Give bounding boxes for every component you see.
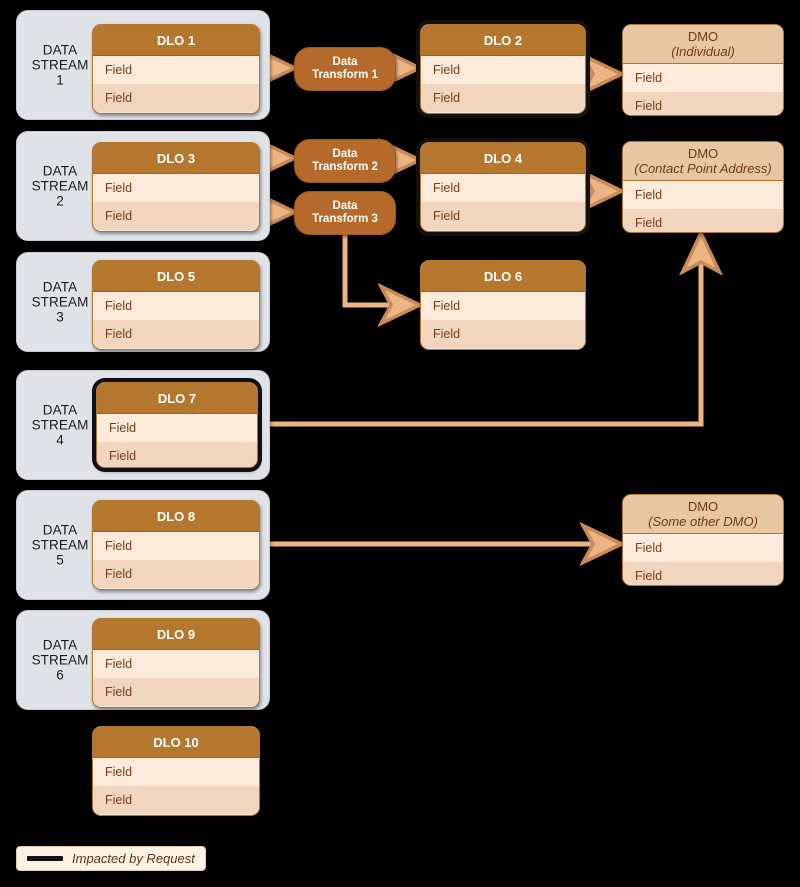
- legend-label: Impacted by Request: [72, 851, 195, 866]
- dlo-6-card[interactable]: DLO 6 Field Field: [420, 260, 586, 350]
- data-transform-3-line2: Transform 3: [312, 213, 378, 225]
- data-transform-3-line1: Data: [332, 200, 358, 212]
- edge-transform3-to-dlo6: [342, 233, 415, 305]
- data-stream-2-label: DATA STREAM 2: [31, 163, 89, 209]
- dmo-other-line1: DMO: [687, 499, 719, 514]
- dmo-individual-title: DMO (Individual): [623, 25, 783, 64]
- data-stream-6-label: DATA STREAM 6: [31, 637, 89, 683]
- dmo-other-line2: (Some other DMO): [648, 514, 758, 529]
- data-transform-1-node[interactable]: Data Transform 1: [294, 47, 396, 91]
- data-transform-2-line1: Data: [332, 148, 358, 160]
- dmo-contact-point-title: DMO (Contact Point Address): [623, 142, 783, 181]
- legend: Impacted by Request: [16, 846, 206, 871]
- dlo-6-title: DLO 6: [421, 261, 585, 292]
- data-stream-3-label: DATA STREAM 3: [31, 279, 89, 325]
- data-stream-5-label: DATA STREAM 5: [31, 522, 89, 568]
- dlo-8-title: DLO 8: [93, 501, 259, 532]
- dlo-8-field-2: Field: [93, 560, 259, 588]
- dlo-10-card[interactable]: DLO 10 Field Field: [92, 726, 260, 816]
- impacted-line-icon: [27, 856, 63, 861]
- dmo-individual-field-2: Field: [623, 92, 783, 115]
- dlo-6-field-1: Field: [421, 292, 585, 320]
- dmo-contact-point-card[interactable]: DMO (Contact Point Address) Field Field: [622, 141, 784, 233]
- data-transform-2-node[interactable]: Data Transform 2: [294, 139, 396, 183]
- data-transform-2-label: Data Transform 2: [312, 148, 378, 174]
- dlo-10-field-1: Field: [93, 758, 259, 786]
- dlo-9-card[interactable]: DLO 9 Field Field: [92, 618, 260, 708]
- dmo-other-title: DMO (Some other DMO): [623, 495, 783, 534]
- dmo-contact-point-field-1: Field: [623, 181, 783, 209]
- dlo-1-field-1: Field: [93, 56, 259, 84]
- dlo-1-title: DLO 1: [93, 25, 259, 56]
- dlo-9-field-2: Field: [93, 678, 259, 706]
- dlo-5-field-1: Field: [93, 292, 259, 320]
- dlo-4-field-2: Field: [421, 202, 585, 230]
- data-transform-3-node[interactable]: Data Transform 3: [294, 191, 396, 235]
- dlo-1-field-2: Field: [93, 84, 259, 112]
- data-transform-2-line2: Transform 2: [312, 161, 378, 173]
- dlo-5-card[interactable]: DLO 5 Field Field: [92, 260, 260, 350]
- dmo-individual-line2: (Individual): [671, 44, 735, 59]
- data-transform-1-label: Data Transform 1: [312, 56, 378, 82]
- dlo-3-field-2: Field: [93, 202, 259, 230]
- dlo-7-field-2: Field: [97, 442, 257, 467]
- data-stream-4-label: DATA STREAM 4: [31, 402, 89, 448]
- data-transform-1-line2: Transform 1: [312, 69, 378, 81]
- dlo-2-card[interactable]: DLO 2 Field Field: [420, 24, 586, 114]
- dmo-contact-point-field-2: Field: [623, 209, 783, 232]
- dlo-9-field-1: Field: [93, 650, 259, 678]
- dlo-10-title: DLO 10: [93, 727, 259, 758]
- dlo-3-field-1: Field: [93, 174, 259, 202]
- dlo-10-field-2: Field: [93, 786, 259, 814]
- dmo-contact-point-line2: (Contact Point Address): [634, 161, 772, 176]
- dlo-1-card[interactable]: DLO 1 Field Field: [92, 24, 260, 114]
- dlo-7-field-1: Field: [97, 414, 257, 442]
- dlo-4-field-1: Field: [421, 174, 585, 202]
- dlo-8-field-1: Field: [93, 532, 259, 560]
- dlo-6-field-2: Field: [421, 320, 585, 348]
- data-stream-1-label: DATA STREAM 1: [31, 42, 89, 88]
- dlo-7-card[interactable]: DLO 7 Field Field: [96, 382, 258, 468]
- dlo-2-field-2: Field: [421, 84, 585, 112]
- dlo-2-field-1: Field: [421, 56, 585, 84]
- dlo-5-field-2: Field: [93, 320, 259, 348]
- dlo-4-card[interactable]: DLO 4 Field Field: [420, 142, 586, 232]
- dlo-5-title: DLO 5: [93, 261, 259, 292]
- dlo-3-card[interactable]: DLO 3 Field Field: [92, 142, 260, 232]
- dmo-individual-line1: DMO: [687, 29, 719, 44]
- dlo-4-title: DLO 4: [421, 143, 585, 174]
- dlo-2-title: DLO 2: [421, 25, 585, 56]
- dmo-individual-field-1: Field: [623, 64, 783, 92]
- dmo-other-field-1: Field: [623, 534, 783, 562]
- dmo-individual-card[interactable]: DMO (Individual) Field Field: [622, 24, 784, 116]
- dlo-3-title: DLO 3: [93, 143, 259, 174]
- dmo-other-card[interactable]: DMO (Some other DMO) Field Field: [622, 494, 784, 586]
- dlo-7-title: DLO 7: [97, 383, 257, 414]
- dmo-other-field-2: Field: [623, 562, 783, 585]
- dlo-8-card[interactable]: DLO 8 Field Field: [92, 500, 260, 590]
- dlo-9-title: DLO 9: [93, 619, 259, 650]
- data-transform-1-line1: Data: [332, 56, 358, 68]
- dmo-contact-point-line1: DMO: [687, 146, 719, 161]
- data-transform-3-label: Data Transform 3: [312, 200, 378, 226]
